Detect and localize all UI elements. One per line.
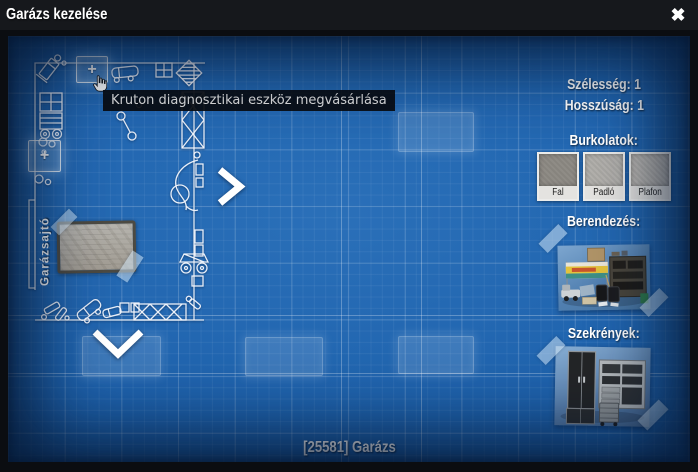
box-icon xyxy=(191,275,204,287)
expand-down-chevron[interactable] xyxy=(90,327,146,359)
furnishing-scene xyxy=(561,247,649,308)
tank-icon xyxy=(194,229,204,244)
covering-texture xyxy=(539,154,577,186)
covering-tile-padlo[interactable]: Padló xyxy=(583,152,625,201)
expand-right-chevron[interactable] xyxy=(214,165,248,209)
page-title: Garázs kezelése xyxy=(6,0,130,30)
hose-end-icon xyxy=(185,205,199,212)
close-button[interactable]: ✖ xyxy=(666,3,690,27)
ramp-frame-icon xyxy=(133,303,187,321)
buy-slot-button-top[interactable]: + xyxy=(76,56,108,83)
socket-icon xyxy=(54,307,68,321)
length-label: Hosszúság: 1 xyxy=(564,97,644,114)
close-icon: ✖ xyxy=(670,4,686,25)
hose-coil-icon xyxy=(170,184,190,204)
grid-major-line xyxy=(421,36,422,462)
covering-label: Padló xyxy=(585,186,623,199)
creeper-icon xyxy=(76,299,102,324)
box-icon xyxy=(130,302,140,313)
garage-id-label: [25581] Garázs xyxy=(302,439,396,456)
gear-icon xyxy=(41,149,47,155)
tooltip: Kruton diagnosztikai eszköz megvásárlása xyxy=(103,90,395,111)
gear-icon xyxy=(64,315,70,321)
gear-icon xyxy=(38,137,48,147)
pipe-icon xyxy=(195,163,204,176)
expansion-slot-bottom-right[interactable] xyxy=(398,336,474,374)
pipe-icon xyxy=(195,177,204,188)
page-title-text: Garázs kezelése xyxy=(6,6,108,23)
cabinets-image[interactable] xyxy=(554,346,651,427)
cabinets-title: Szekrények: xyxy=(568,325,640,342)
covering-texture xyxy=(631,154,669,186)
creeper-icon xyxy=(111,65,139,83)
hook-icon xyxy=(193,151,201,159)
gear-icon xyxy=(40,313,48,321)
covering-label: Fal xyxy=(539,186,577,199)
coverings-title: Burkolatok: xyxy=(569,132,639,149)
furnishing-title: Berendezés: xyxy=(567,213,641,230)
tool-cabinet-icon xyxy=(39,92,63,140)
title-bar: Garázs kezelése ✖ xyxy=(0,0,698,30)
expansion-slot-top-right[interactable] xyxy=(398,112,474,152)
plus-icon: + xyxy=(39,147,50,164)
garage-door-label: Garázsajtó xyxy=(39,217,52,287)
grate-icon xyxy=(175,59,203,87)
covering-tiles: Fal Padló Plafon xyxy=(524,152,684,201)
cabinets-scene xyxy=(560,350,646,427)
gear-icon xyxy=(48,140,56,148)
plan-equipment-icons xyxy=(34,54,210,324)
gear-icon xyxy=(44,178,52,186)
drill-press-icon xyxy=(35,54,62,84)
torch-cart-icon xyxy=(102,305,122,319)
grid-major-line xyxy=(8,373,690,374)
gear-icon xyxy=(34,174,44,184)
socket-icon xyxy=(43,301,61,315)
buy-slot-button-left[interactable]: + xyxy=(28,140,61,172)
wrench-icon xyxy=(185,295,202,310)
tank-icon xyxy=(194,244,204,257)
covering-tile-fal[interactable]: Fal xyxy=(537,152,579,201)
furnishing-image[interactable] xyxy=(557,244,651,311)
car-lift-icon xyxy=(178,253,210,274)
expansion-slot-bottom-left[interactable] xyxy=(82,336,161,376)
grid-major-line xyxy=(8,315,690,316)
box-icon xyxy=(119,302,130,313)
covering-tile-plafon[interactable]: Plafon xyxy=(629,152,671,201)
part-icon xyxy=(61,60,67,66)
crate-icon xyxy=(155,62,173,78)
expansion-slot-bottom-middle[interactable] xyxy=(245,337,323,376)
grid-major-line xyxy=(341,36,342,462)
cursor-pointer-icon xyxy=(93,75,107,92)
plus-icon: + xyxy=(87,60,97,78)
garage-blueprint-panel: Garázsajtó + + Kruton diagnosztikai eszk… xyxy=(8,36,690,462)
covering-label: Plafon xyxy=(631,186,669,199)
width-label: Szélesség: 1 xyxy=(567,76,641,93)
covering-texture xyxy=(585,154,623,186)
